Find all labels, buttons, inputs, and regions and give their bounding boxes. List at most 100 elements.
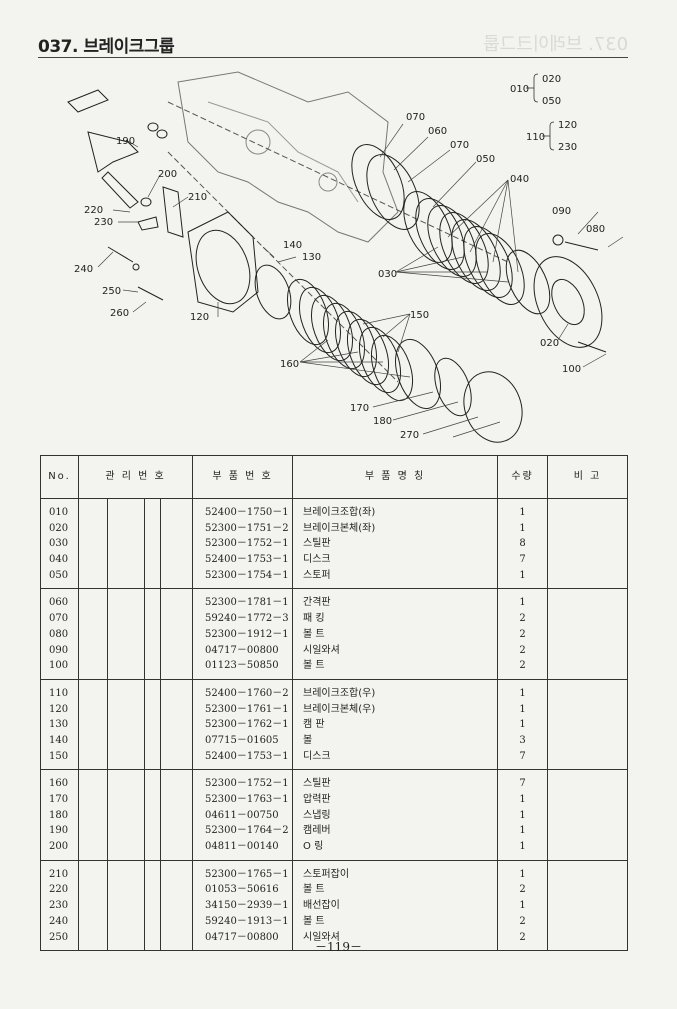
cell-part_no-value: 04811－00140 xyxy=(205,841,279,853)
cell-part_no-value: 07715－01605 xyxy=(205,734,279,746)
cell-empty xyxy=(107,588,145,680)
cell-name-value: 캠 판 xyxy=(303,719,325,731)
legend-230: 230 xyxy=(558,142,577,153)
header-rule xyxy=(38,57,628,58)
cell-empty xyxy=(78,860,108,951)
cell-empty xyxy=(107,679,145,770)
callout-050: 050 xyxy=(476,154,495,165)
callout-080: 080 xyxy=(586,224,605,235)
cell-part_no-value: 52300－1765－1 xyxy=(205,868,289,880)
cell-no: 110 120 130 140 150 xyxy=(41,679,79,769)
cell-qty-value: 1 xyxy=(519,507,526,518)
cell-part_no-value: 52300－1763－1 xyxy=(205,794,289,805)
callout-170: 170 xyxy=(350,403,369,414)
cell-empty xyxy=(547,860,628,951)
cell-part_no-value: 52300－1762－1 xyxy=(205,719,289,731)
cell-name-value: 간격판 xyxy=(303,597,331,609)
cell-qty-value: 7 xyxy=(519,778,526,790)
cell-no-value: 140 xyxy=(49,734,69,746)
cell-qty-value: 1 xyxy=(519,597,526,609)
callout-040: 040 xyxy=(510,174,529,185)
callout-190: 190 xyxy=(116,136,135,147)
callout-160: 160 xyxy=(280,359,299,370)
cell-no-value: 100 xyxy=(49,660,69,672)
callout-220: 220 xyxy=(84,205,103,216)
cell-part_no-value: 04717－00800 xyxy=(205,931,279,943)
cell-no-value: 130 xyxy=(49,719,69,731)
cell-no-value: 240 xyxy=(49,915,69,927)
cell-name-value: 브레이크조합(우) xyxy=(303,687,376,699)
cell-qty-value: 2 xyxy=(519,915,526,927)
cell-qty-value: 1 xyxy=(519,868,526,880)
cell-name-value: 스토퍼잡이 xyxy=(303,868,350,880)
cell-part_no-value: 04611－00750 xyxy=(205,809,279,821)
header-part-no: 부 품 번 호 xyxy=(192,455,293,499)
legend-120: 120 xyxy=(558,120,577,131)
cell-empty xyxy=(159,769,193,861)
cell-no-value: 120 xyxy=(49,703,69,715)
cell-qty-value: 2 xyxy=(519,931,526,943)
cell-name-value: 디스크 xyxy=(303,554,331,566)
cell-qty-value: 1 xyxy=(519,900,526,912)
cell-name-value: 스틸판 xyxy=(303,778,331,790)
cell-empty xyxy=(107,860,145,951)
callout-070: 070 xyxy=(450,140,469,151)
cell-name-value: 캠레버 xyxy=(303,825,331,837)
exploded-parts-diagram: 070 060 070 050 040 030 150 160 170 180 … xyxy=(67,71,624,443)
cell-name-value: 볼 트 xyxy=(303,915,325,927)
cell-qty-value: 7 xyxy=(519,554,526,566)
cell-name-value: 볼 트 xyxy=(303,660,325,672)
cell-part_no-value: 52300－1752－1 xyxy=(205,778,289,790)
cell-qty-value: 1 xyxy=(519,794,526,805)
cell-name-value: 볼 트 xyxy=(303,884,325,896)
callout-230: 230 xyxy=(94,217,113,228)
cell-no-value: 200 xyxy=(49,841,69,853)
cell-empty xyxy=(107,769,145,861)
cell-no-value: 080 xyxy=(49,628,69,640)
cell-qty-value: 7 xyxy=(519,750,526,762)
cell-qty-value: 8 xyxy=(519,538,526,550)
cell-part_no-value: 04717－00800 xyxy=(205,644,279,656)
header-qty: 수량 xyxy=(497,455,548,499)
cell-qty-value: 1 xyxy=(519,703,526,715)
page-title: 037. 브레이크그룹 xyxy=(38,37,175,57)
legend-010: 010 xyxy=(510,84,529,95)
cell-no-value: 250 xyxy=(49,931,69,943)
cell-name-value: 배선잡이 xyxy=(303,900,340,912)
cell-no-value: 060 xyxy=(49,597,69,609)
header-management-no: 관 리 번 호 xyxy=(77,455,193,499)
header-part-name: 부 품 명 칭 xyxy=(292,455,498,499)
cell-empty xyxy=(107,498,145,589)
cell-name-value: O 링 xyxy=(303,841,324,853)
cell-qty-value: 2 xyxy=(519,644,526,656)
callout-020: 020 xyxy=(540,338,559,349)
cell-no-value: 150 xyxy=(49,750,69,762)
cell-no-value: 020 xyxy=(49,522,69,534)
callout-260: 260 xyxy=(110,308,129,319)
cell-name-value: 볼 트 xyxy=(303,628,325,640)
cell-no-value: 170 xyxy=(49,794,69,805)
cell-no-value: 110 xyxy=(49,687,69,699)
cell-empty xyxy=(159,498,193,589)
page-number: －119－ xyxy=(315,940,362,954)
cell-qty-value: 1 xyxy=(519,809,526,821)
cell-part_no-value: 52300－1761－1 xyxy=(205,703,289,715)
header-remarks: 비 고 xyxy=(547,455,628,499)
